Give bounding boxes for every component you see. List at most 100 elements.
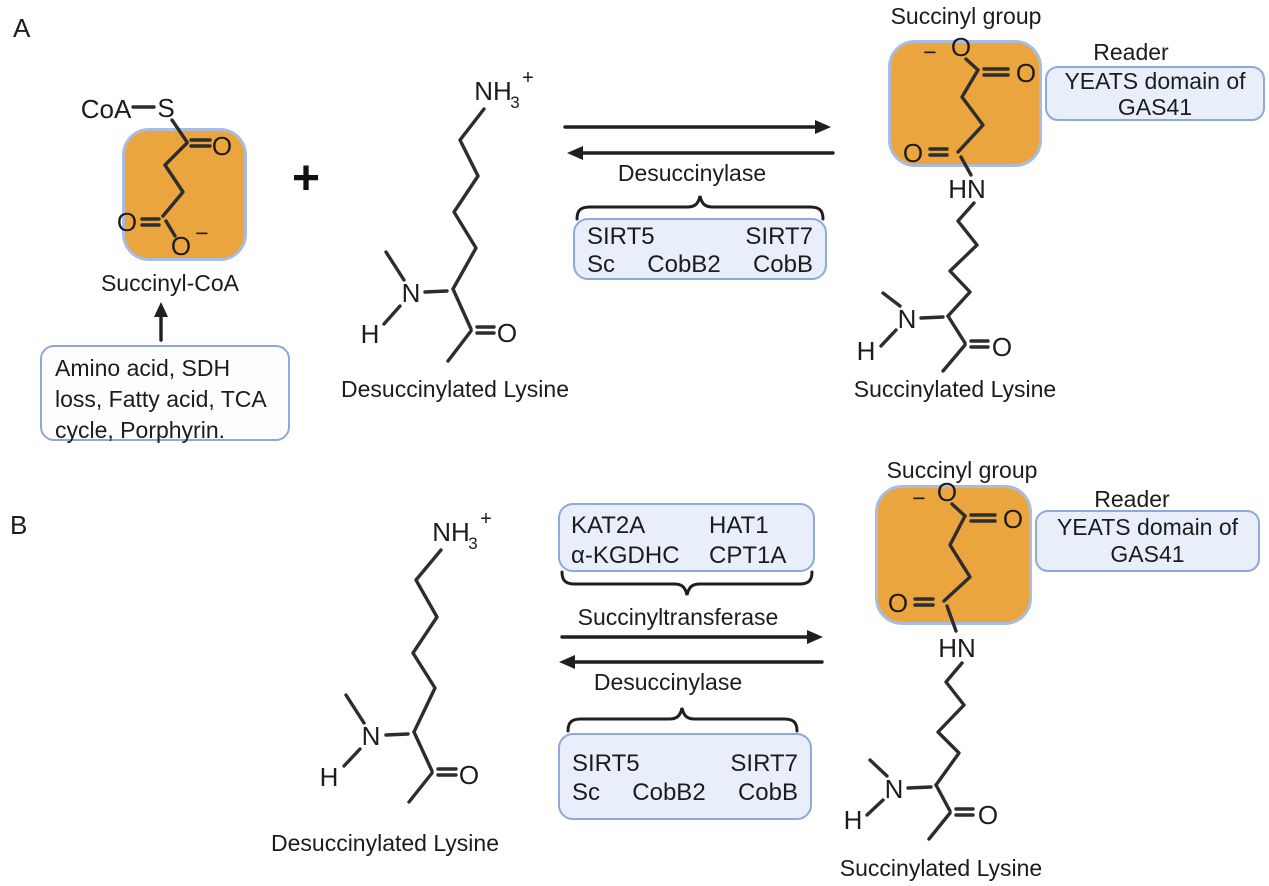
oxygen-atom: O bbox=[978, 800, 998, 830]
enzyme-sirt7-b: SIRT7 bbox=[730, 750, 798, 777]
source-line-3: cycle, Porphyrin. bbox=[55, 417, 226, 443]
bond bbox=[382, 304, 402, 326]
panel-label-a: A bbox=[13, 13, 31, 43]
succinyl-group-highlight-a bbox=[888, 40, 1042, 167]
hydrogen-atom: H bbox=[361, 319, 380, 349]
panel-label-b: B bbox=[10, 510, 28, 540]
label-reader-b: Reader bbox=[1094, 486, 1170, 512]
reader-box-b-line1: YEATS domain of bbox=[1056, 514, 1239, 540]
hydrogen-atom: H bbox=[857, 336, 876, 366]
succinyltransferase-enzymes-box-b: KAT2A HAT1 α-KGDHC CPT1A bbox=[558, 503, 815, 572]
oxygen-atom: O bbox=[992, 332, 1012, 362]
enzyme-cpt1a-b: CPT1A bbox=[709, 542, 787, 569]
bond bbox=[412, 730, 434, 773]
reader-box-b-line2: GAS41 bbox=[1110, 541, 1185, 567]
bond bbox=[423, 289, 449, 294]
nitrogen-atom: N bbox=[402, 278, 421, 308]
succinyl-coa-sources-box: Amino acid, SDH loss, Fatty acid, TCA cy… bbox=[40, 345, 290, 443]
desuccinylase-enzymes-box-b: SIRT5 SIRT7 Sc CobB2 CobB bbox=[558, 733, 812, 820]
bond bbox=[865, 798, 885, 817]
sulfur-atom: S bbox=[157, 93, 174, 123]
hn-label: HN bbox=[948, 174, 986, 204]
desuccinylated-lysine-structure-a: NH 3 + N H O bbox=[361, 67, 534, 363]
caption-succinylated-lysine-b: Succinylated Lysine bbox=[839, 855, 1043, 881]
double-bond bbox=[969, 339, 990, 349]
bond-chain bbox=[934, 661, 966, 787]
succinyl-group-highlight-b bbox=[875, 485, 1032, 625]
caption-succinyl-coa: Succinyl-CoA bbox=[100, 270, 240, 296]
enzyme-hat1-b: HAT1 bbox=[709, 512, 769, 539]
subscript-3: 3 bbox=[468, 534, 477, 553]
bond bbox=[879, 328, 898, 348]
oxygen-atom: O bbox=[459, 760, 479, 790]
arrowhead bbox=[807, 630, 823, 644]
label-desuccinylase-a: Desuccinylase bbox=[617, 160, 767, 186]
bond bbox=[927, 811, 952, 841]
bond bbox=[342, 747, 362, 768]
label-succinyl-group-b: Succinyl group bbox=[886, 457, 1038, 483]
hydrogen-atom: H bbox=[320, 762, 339, 792]
plus-charge: + bbox=[522, 67, 534, 89]
enzyme-sirt5-b: SIRT5 bbox=[572, 750, 640, 777]
enzyme-cobb-b: CobB bbox=[737, 779, 798, 806]
plus-charge: + bbox=[480, 508, 492, 530]
reader-box-a: YEATS domain of GAS41 bbox=[1045, 66, 1265, 121]
desuccinylated-lysine-structure-b: NH 3 + N H O bbox=[320, 508, 492, 804]
arrowhead bbox=[559, 655, 575, 669]
double-bond bbox=[475, 325, 496, 335]
reaction-arrows-b bbox=[559, 570, 824, 733]
enzyme-sc-b: Sc bbox=[572, 779, 601, 806]
desuccinylase-enzymes-box-a: SIRT5 SIRT7 Sc CobB2 CobB bbox=[573, 218, 827, 280]
bond bbox=[919, 315, 945, 320]
hn-label: HN bbox=[938, 633, 976, 663]
caption-desuccinylated-lysine-b: Desuccinylated Lysine bbox=[271, 830, 499, 856]
bond-chain bbox=[411, 548, 443, 734]
source-line-1: Amino acid, SDH bbox=[55, 355, 231, 381]
plus-sign: + bbox=[292, 152, 321, 205]
arrowhead bbox=[567, 146, 583, 160]
brace-desuccinylase-a bbox=[575, 195, 825, 221]
hydrogen-atom: H bbox=[844, 805, 863, 835]
bond bbox=[906, 785, 933, 790]
brace-succinyltransferase-b bbox=[560, 570, 814, 596]
enzyme-akgdhc-b: α-KGDHC bbox=[571, 542, 680, 569]
label-succinyltransferase-b: Succinyltransferase bbox=[577, 604, 779, 630]
caption-desuccinylated-lysine-a: Desuccinylated Lysine bbox=[341, 376, 569, 402]
bond bbox=[934, 783, 952, 813]
source-line-2: loss, Fatty acid, TCA bbox=[55, 386, 267, 412]
enzyme-cobb-a: CobB bbox=[752, 251, 813, 278]
coa-label: CoA bbox=[81, 94, 132, 124]
bond bbox=[384, 732, 410, 737]
bond-chain bbox=[451, 107, 486, 291]
arrowhead bbox=[154, 302, 168, 317]
label-succinyl-group-a: Succinyl group bbox=[890, 3, 1042, 29]
label-desuccinylase-b: Desuccinylase bbox=[593, 669, 743, 695]
nitrogen-atom: N bbox=[362, 721, 381, 751]
enzyme-cobb2-b: CobB2 bbox=[632, 779, 706, 806]
enzyme-sirt7-a: SIRT7 bbox=[745, 223, 813, 250]
bond-chain bbox=[946, 201, 979, 318]
enzyme-cobb2-a: CobB2 bbox=[647, 251, 721, 278]
caption-succinylated-lysine-a: Succinylated Lysine bbox=[853, 376, 1057, 402]
subscript-3: 3 bbox=[510, 93, 519, 112]
enzyme-sirt5-a: SIRT5 bbox=[587, 223, 655, 250]
reader-box-a-line2: GAS41 bbox=[1117, 93, 1193, 120]
bond bbox=[946, 314, 967, 345]
reader-box-b: YEATS domain of GAS41 bbox=[1035, 510, 1260, 572]
bond bbox=[451, 287, 473, 331]
bond bbox=[407, 771, 434, 804]
double-bond bbox=[954, 807, 975, 817]
succinyl-group-highlight-coa bbox=[122, 128, 247, 261]
nh-label: NH bbox=[474, 76, 512, 106]
bond bbox=[344, 693, 366, 725]
nitrogen-atom: N bbox=[898, 304, 917, 334]
reader-box-a-line1: YEATS domain of bbox=[1064, 67, 1246, 94]
label-reader-a: Reader bbox=[1093, 39, 1169, 65]
brace-desuccinylase-b bbox=[566, 707, 799, 733]
arrowhead bbox=[815, 120, 831, 134]
nh-label: NH bbox=[432, 517, 470, 547]
nitrogen-atom: N bbox=[885, 774, 904, 804]
bond bbox=[881, 291, 902, 308]
bond bbox=[941, 343, 967, 373]
